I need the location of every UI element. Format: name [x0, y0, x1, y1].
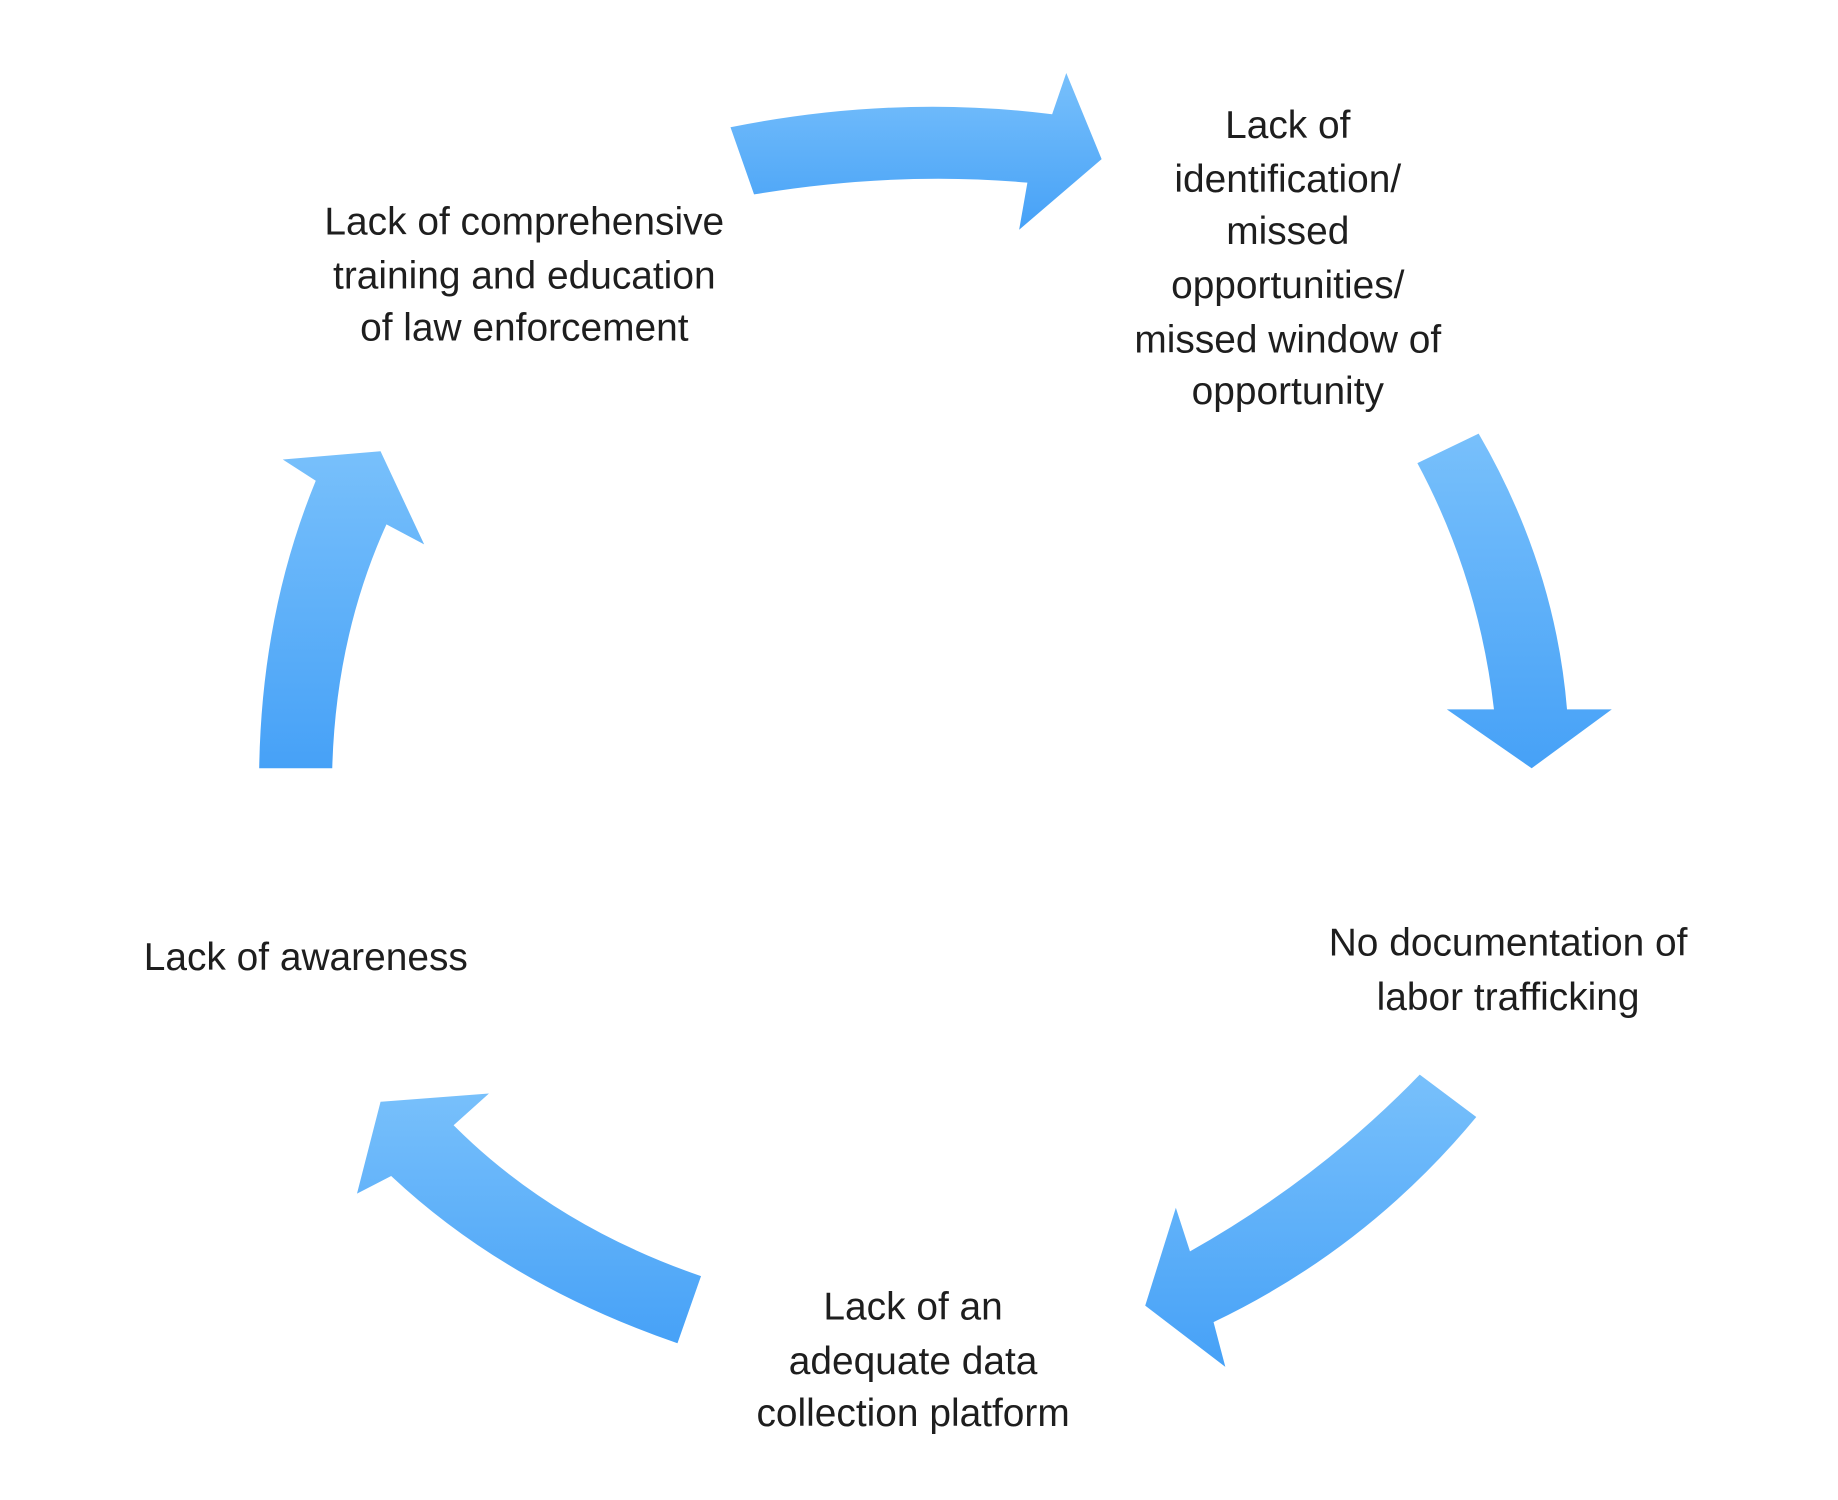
node-label-line: collection platform [756, 1392, 1069, 1435]
node-label-line: adequate data [789, 1340, 1038, 1383]
arrow-awareness-to-training [259, 451, 425, 769]
node-label-line: opportunity [1192, 370, 1385, 413]
arrow-documentation-to-data-platform [1145, 1074, 1477, 1367]
node-label-line: identification/ [1174, 158, 1401, 201]
node-identification: Lack of identification/ missed opportuni… [1134, 104, 1441, 413]
node-label-line: Lack of awareness [144, 936, 468, 979]
node-label-line: missed [1226, 210, 1349, 253]
node-label-line: Lack of an [823, 1286, 1002, 1329]
node-label-line: opportunities/ [1171, 264, 1405, 307]
node-label-line: labor trafficking [1377, 976, 1640, 1019]
node-label-line: missed window of [1134, 318, 1441, 361]
arrow-training-to-identification [730, 73, 1102, 230]
node-documentation: No documentation of labor trafficking [1329, 922, 1688, 1019]
node-label-line: of law enforcement [360, 307, 689, 350]
node-label-line: No documentation of [1329, 922, 1688, 965]
node-training: Lack of comprehensive training and educa… [324, 200, 724, 349]
node-label-line: training and education [333, 255, 716, 298]
node-data-platform: Lack of an adequate data collection plat… [756, 1286, 1069, 1435]
arrow-data-platform-to-awareness [356, 1093, 702, 1344]
node-label-line: Lack of [1225, 104, 1351, 147]
arrow-identification-to-documentation [1417, 433, 1612, 769]
node-label-line: Lack of comprehensive [324, 200, 724, 243]
node-awareness: Lack of awareness [144, 936, 468, 979]
